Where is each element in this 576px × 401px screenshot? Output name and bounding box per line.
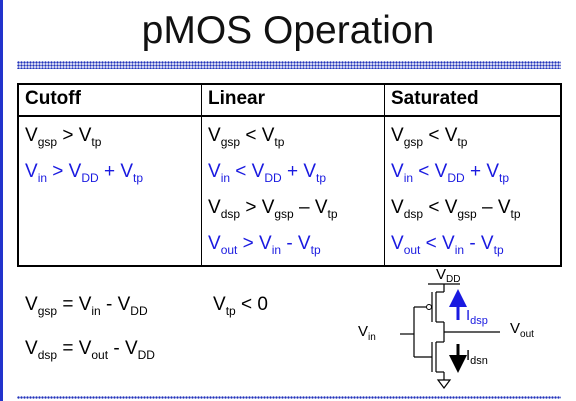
idsp-label: Idsp bbox=[466, 307, 488, 327]
subscript: dsp bbox=[220, 207, 241, 221]
subscript: gsp bbox=[457, 207, 477, 221]
vgsp-equation: Vgsp = Vin - VDD bbox=[25, 294, 148, 318]
subscript: DD bbox=[81, 171, 99, 185]
inverter-circuit: VDD Vin Vout Idsp Idsn bbox=[358, 266, 534, 389]
condition-line: Vout < Vin - Vtp bbox=[391, 233, 504, 257]
condition-line: Vgsp > Vtp bbox=[25, 125, 102, 149]
condition-line: Vdsp < Vgsp – Vtp bbox=[391, 197, 521, 221]
subscript: DD bbox=[447, 171, 465, 185]
condition-line: Vin < VDD + Vtp bbox=[208, 161, 327, 185]
subscript: in bbox=[37, 171, 48, 185]
subscript: DD bbox=[130, 304, 148, 318]
subscript: tp bbox=[310, 243, 321, 257]
subscript: in bbox=[454, 243, 465, 257]
subscript: in bbox=[91, 304, 101, 318]
subscript: dsp bbox=[403, 207, 424, 221]
condition-line: Vgsp < Vtp bbox=[208, 125, 285, 149]
condition-line: Vdsp > Vgsp – Vtp bbox=[208, 197, 338, 221]
subscript: dsp bbox=[37, 348, 58, 362]
pmos-transistor bbox=[426, 291, 445, 332]
subscript: tp bbox=[316, 171, 327, 185]
subscript: gsp bbox=[403, 135, 424, 149]
subscript: tp bbox=[225, 304, 236, 318]
vdsp-equation: Vdsp = Vout - VDD bbox=[25, 338, 155, 362]
subscript: out bbox=[220, 243, 238, 257]
bottom-divider bbox=[17, 396, 561, 399]
subscript: out bbox=[403, 243, 421, 257]
condition-line: Vout > Vin - Vtp bbox=[208, 233, 321, 257]
subscript: DD bbox=[137, 348, 155, 362]
subscript: tp bbox=[493, 243, 504, 257]
subscript: DD bbox=[264, 171, 282, 185]
idsn-label: Idsn bbox=[466, 347, 488, 367]
subscript: gsp bbox=[220, 135, 241, 149]
table-header-row: Cutoff Linear Saturated bbox=[17, 83, 562, 117]
condition-line: Vgsp < Vtp bbox=[391, 125, 468, 149]
subscript: tp bbox=[510, 207, 521, 221]
subscript: tp bbox=[499, 171, 510, 185]
subscript: gsp bbox=[37, 304, 58, 318]
subscript: in bbox=[403, 171, 414, 185]
vin-label: Vin bbox=[358, 323, 376, 343]
slide-title: pMOS Operation bbox=[141, 9, 435, 52]
nmos-transistor bbox=[431, 332, 445, 380]
vout-label: Vout bbox=[510, 320, 534, 340]
subscript: gsp bbox=[274, 207, 294, 221]
header-cutoff: Cutoff bbox=[17, 83, 202, 117]
subscript: out bbox=[91, 348, 109, 362]
vdd-label: VDD bbox=[436, 266, 460, 285]
subscript: tp bbox=[327, 207, 338, 221]
header-saturated: Saturated bbox=[384, 83, 562, 117]
header-linear: Linear bbox=[201, 83, 385, 117]
subscript: tp bbox=[133, 171, 144, 185]
subscript: tp bbox=[274, 135, 285, 149]
subscript: tp bbox=[457, 135, 468, 149]
vtp-condition: Vtp < 0 bbox=[213, 294, 268, 318]
subscript: in bbox=[271, 243, 282, 257]
condition-line: Vin > VDD + Vtp bbox=[25, 161, 144, 185]
subscript: tp bbox=[91, 135, 102, 149]
title-divider bbox=[17, 61, 561, 69]
left-accent-rule bbox=[0, 0, 3, 401]
subscript: in bbox=[220, 171, 231, 185]
ground-icon bbox=[436, 379, 452, 389]
condition-line: Vin < VDD + Vtp bbox=[391, 161, 510, 185]
subscript: gsp bbox=[37, 135, 58, 149]
